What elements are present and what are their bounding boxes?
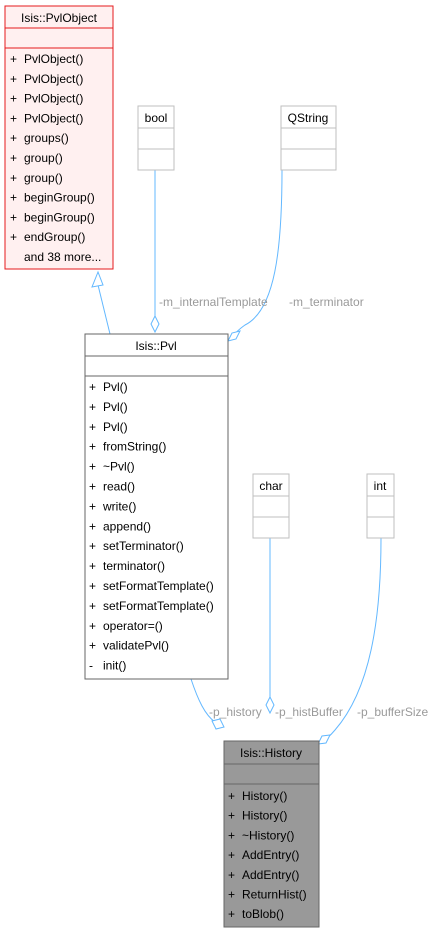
edge-label-terminator: -m_terminator: [289, 295, 364, 309]
method-visibility: +: [10, 111, 17, 125]
method-list: + Pvl() + Pvl() + Pvl() + fromString() + ~Pvl() + r…: [89, 380, 214, 673]
method-visibility: +: [10, 151, 17, 165]
class-title: Isis::PvlObject: [21, 11, 98, 25]
method-name[interactable]: setTerminator(): [103, 539, 184, 553]
class-bool[interactable]: bool: [137, 105, 175, 171]
method-name[interactable]: setFormatTemplate(): [103, 579, 214, 593]
class-title: bool: [145, 111, 168, 125]
method-visibility: +: [89, 440, 96, 454]
method-name[interactable]: Pvl(): [103, 400, 128, 414]
method-name[interactable]: terminator(): [103, 559, 165, 573]
method-list: + PvlObject() + PvlObject() + PvlObject() + Pvl…: [10, 52, 101, 264]
method-visibility: +: [10, 210, 17, 224]
method-name[interactable]: beginGroup(): [24, 191, 95, 205]
method-name[interactable]: Pvl(): [103, 380, 128, 394]
method-visibility: +: [10, 171, 17, 185]
method-visibility: +: [228, 848, 235, 862]
method-name[interactable]: PvlObject(): [24, 52, 83, 66]
method-visibility: +: [10, 131, 17, 145]
method-name[interactable]: beginGroup(): [24, 210, 95, 224]
method-visibility: +: [228, 888, 235, 902]
method-name[interactable]: read(): [103, 480, 135, 494]
method-visibility: +: [89, 599, 96, 613]
edge-terminator: [231, 169, 283, 339]
method-name[interactable]: write(): [102, 499, 136, 513]
aggregation-diamond-buffer-size: [317, 734, 331, 745]
edge-label-internal-template: -m_internalTemplate: [159, 295, 268, 309]
aggregation-diamond-history: [211, 718, 225, 730]
class-history[interactable]: Isis::History +History()+History()+~Hist…: [223, 740, 320, 928]
edge-label-history: -p_history: [209, 705, 262, 719]
method-name[interactable]: Pvl(): [103, 420, 128, 434]
class-int[interactable]: int: [366, 473, 395, 539]
method-visibility: +: [228, 828, 235, 842]
method-name[interactable]: toBlob(): [242, 907, 284, 921]
method-name[interactable]: validatePvl(): [103, 639, 169, 653]
method-visibility: +: [228, 868, 235, 882]
method-name[interactable]: History(): [242, 809, 287, 823]
method-visibility: +: [89, 499, 96, 513]
method-name[interactable]: group(): [24, 151, 63, 165]
inheritance-arrowhead: [91, 270, 104, 288]
method-name[interactable]: group(): [24, 171, 63, 185]
method-name[interactable]: AddEntry(): [242, 868, 299, 882]
method-name[interactable]: setFormatTemplate(): [103, 599, 214, 613]
method-visibility: +: [89, 639, 96, 653]
method-visibility: +: [228, 907, 235, 921]
class-pvl[interactable]: Isis::Pvl +Pvl()+Pvl()+Pvl()+fromString(…: [84, 333, 229, 680]
edge-history: [190, 678, 216, 723]
inheritance-edge: [97, 284, 111, 335]
class-title: Isis::History: [240, 746, 302, 760]
method-name[interactable]: History(): [242, 789, 287, 803]
class-title: char: [259, 479, 282, 493]
method-name[interactable]: groups(): [24, 131, 69, 145]
method-name[interactable]: and 38 more...: [24, 250, 101, 264]
method-name[interactable]: init(): [103, 659, 126, 673]
method-name[interactable]: append(): [103, 519, 151, 533]
class-char[interactable]: char: [252, 473, 290, 539]
method-visibility: +: [89, 420, 96, 434]
method-name[interactable]: ReturnHist(): [242, 888, 307, 902]
edges: [91, 169, 382, 745]
method-visibility: +: [10, 191, 17, 205]
method-list: + History() + History() + ~History() + AddEntry…: [228, 789, 307, 921]
method-visibility: +: [89, 480, 96, 494]
method-visibility: +: [89, 619, 96, 633]
method-visibility: -: [89, 659, 93, 673]
method-name[interactable]: fromString(): [103, 440, 166, 454]
class-title: QString: [288, 111, 329, 125]
method-visibility: +: [89, 460, 96, 474]
method-name[interactable]: operator=(): [103, 619, 163, 633]
method-visibility: +: [10, 230, 17, 244]
method-visibility: +: [10, 92, 17, 106]
edge-label-hist-buffer: -p_histBuffer: [275, 705, 343, 719]
class-title: Isis::Pvl: [135, 339, 176, 353]
method-name[interactable]: PvlObject(): [24, 111, 83, 125]
method-visibility: +: [89, 579, 96, 593]
method-visibility: +: [10, 52, 17, 66]
method-name[interactable]: PvlObject(): [24, 92, 83, 106]
method-visibility: +: [89, 539, 96, 553]
class-pvlobject[interactable]: Isis::PvlObject +PvlObject()+PvlObject()…: [4, 5, 114, 270]
method-visibility: +: [228, 789, 235, 803]
aggregation-diamond-hist-buffer: [265, 695, 275, 715]
method-visibility: +: [89, 400, 96, 414]
edge-label-buffer-size: -p_bufferSize: [357, 705, 428, 719]
class-title: int: [374, 479, 387, 493]
method-name[interactable]: ~History(): [242, 828, 294, 842]
method-visibility: +: [10, 72, 17, 86]
class-qstring[interactable]: QString: [280, 105, 337, 171]
method-visibility: +: [89, 380, 96, 394]
method-visibility: +: [89, 519, 96, 533]
aggregation-diamond-internal-template: [150, 314, 160, 334]
method-name[interactable]: ~Pvl(): [103, 460, 135, 474]
method-name[interactable]: AddEntry(): [242, 848, 299, 862]
method-visibility: +: [228, 809, 235, 823]
method-visibility: +: [89, 559, 96, 573]
aggregation-diamond-terminator: [227, 330, 241, 342]
method-name[interactable]: endGroup(): [24, 230, 85, 244]
method-name[interactable]: PvlObject(): [24, 72, 83, 86]
